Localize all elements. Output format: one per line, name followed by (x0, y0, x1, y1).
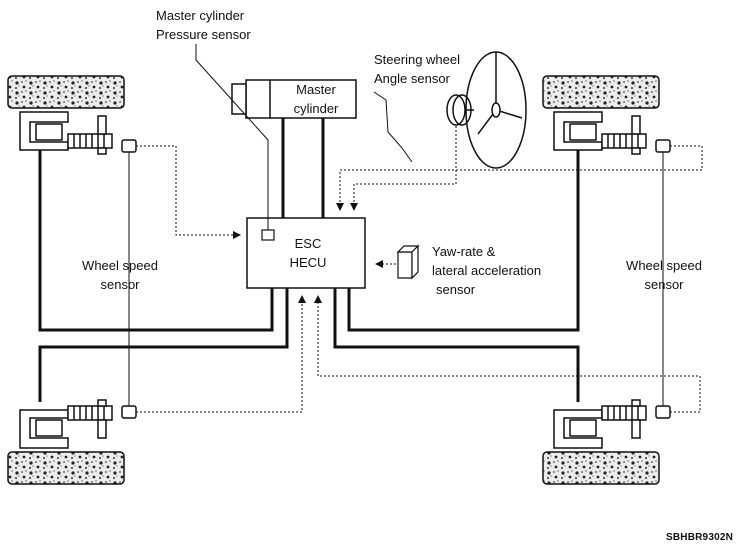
steering-wheel-icon (446, 51, 527, 169)
label-master-cylinder-pressure-sensor: Master cylinder Pressure sensor (156, 8, 251, 42)
figure-code: SBHBR9302N (666, 532, 734, 543)
label-wheel-speed-sensor-right: Wheel speed sensor (626, 258, 702, 292)
brake-hub-front-left (19, 111, 137, 155)
tire-front-right (542, 75, 660, 109)
tire-rear-left (7, 451, 125, 485)
pressure-sensor-icon (261, 229, 275, 241)
label-wheel-speed-sensor-left: Wheel speed sensor (82, 258, 158, 292)
master-cylinder-body (231, 79, 357, 119)
brake-hub-front-right (553, 111, 671, 155)
hydraulic-brake-lines (38, 118, 580, 402)
steering-sensor-lead (373, 91, 413, 163)
tire-rear-right (542, 451, 660, 485)
tire-front-left (7, 75, 125, 109)
signal-lines (136, 126, 703, 413)
pressure-sensor-lead (195, 44, 269, 230)
label-esc-hecu: ESC HECU (289, 236, 327, 270)
label-steering-wheel-angle-sensor: Steering wheel Angle sensor (374, 52, 460, 86)
label-yaw-rate-sensor: Yaw-rate & lateral acceleration sensor (432, 244, 542, 297)
yaw-rate-sensor-icon (396, 244, 420, 280)
label-master-cylinder: Master cylinder (293, 82, 339, 116)
brake-hub-rear-left (19, 399, 137, 449)
brake-hub-rear-right (553, 399, 671, 449)
